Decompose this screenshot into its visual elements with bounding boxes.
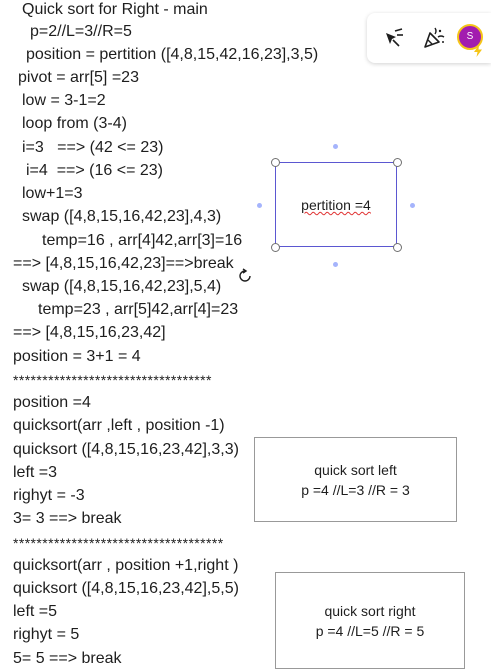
resize-handle-top-left[interactable] <box>271 158 280 167</box>
note-line[interactable]: i=3 ==> (42 <= 23) <box>22 139 164 156</box>
quick-sort-left-box[interactable]: quick sort left p =4 //L=3 //R = 3 <box>254 437 457 522</box>
note-line[interactable]: position =4 <box>13 394 91 411</box>
note-line[interactable]: quicksort ([4,8,15,16,23,42],3,3) <box>13 441 239 458</box>
resize-handle-bottom-left[interactable] <box>271 243 280 252</box>
note-line[interactable]: righyt = -3 <box>13 487 85 504</box>
box-title: quick sort left <box>314 461 397 478</box>
rotate-cursor-icon <box>239 268 251 282</box>
note-line[interactable]: 3= 3 ==> break <box>13 510 122 527</box>
box-subtitle: p =4 //L=5 //R = 5 <box>315 622 425 639</box>
note-line[interactable]: low+1=3 <box>22 185 83 202</box>
note-line[interactable]: ==> [4,8,15,16,23,42] <box>13 324 166 341</box>
party-popper-icon[interactable] <box>421 25 447 51</box>
note-line[interactable]: left =5 <box>13 603 58 620</box>
note-line[interactable]: ************************************ <box>13 535 224 551</box>
box-title: quick sort right <box>324 602 416 619</box>
top-right-toolbar: S <box>367 13 491 63</box>
note-line[interactable]: 5= 5 ==> break <box>13 650 122 667</box>
note-line[interactable]: left =3 <box>13 464 58 481</box>
note-line[interactable]: position = pertition ([4,8,15,42,16,23],… <box>26 46 319 63</box>
resize-handle-bottom-right[interactable] <box>393 243 402 252</box>
note-line[interactable]: position = 3+1 = 4 <box>13 348 141 365</box>
lightning-bolt-icon <box>474 45 482 57</box>
note-line[interactable]: quicksort(arr ,left , position -1) <box>13 417 225 434</box>
quick-sort-right-box[interactable]: quick sort right p =4 //L=5 //R = 5 <box>275 572 465 669</box>
note-line[interactable]: low = 3-1=2 <box>22 92 106 109</box>
note-line[interactable]: quicksort ([4,8,15,16,23,42],5,5) <box>13 580 239 597</box>
resize-handle-top[interactable] <box>333 144 338 149</box>
note-line[interactable]: swap ([4,8,15,16,42,23],5,4) <box>22 278 222 295</box>
note-line[interactable]: quicksort(arr , position +1,right ) <box>13 557 239 574</box>
resize-handle-left[interactable] <box>257 203 262 208</box>
note-line[interactable]: swap ([4,8,15,16,42,23],4,3) <box>22 208 222 225</box>
note-line[interactable]: ********************************** <box>13 372 212 388</box>
note-line[interactable]: temp=16 , arr[4]42,arr[3]=16 <box>42 232 243 249</box>
note-line[interactable]: righyt = 5 <box>13 626 80 643</box>
note-line[interactable]: ==> [4,8,15,16,42,23]==>break <box>13 255 234 272</box>
resize-handle-right[interactable] <box>410 203 415 208</box>
note-line[interactable]: i=4 ==> (16 <= 23) <box>26 162 163 179</box>
rectangle-label[interactable]: pertition =4 <box>301 197 371 213</box>
note-line[interactable]: Quick sort for Right - main <box>22 1 208 18</box>
resize-handle-top-right[interactable] <box>393 158 402 167</box>
resize-handle-bottom[interactable] <box>333 262 338 267</box>
laser-pointer-icon[interactable] <box>381 25 407 51</box>
box-subtitle: p =4 //L=3 //R = 3 <box>301 481 410 498</box>
note-line[interactable]: pivot = arr[5] =23 <box>18 69 139 86</box>
note-line[interactable]: temp=23 , arr[5]42,arr[4]=23 <box>38 301 239 318</box>
selected-rectangle[interactable]: pertition =4 <box>275 162 397 247</box>
note-line[interactable]: p=2//L=3//R=5 <box>30 23 132 40</box>
note-line[interactable]: loop from (3-4) <box>22 115 127 132</box>
